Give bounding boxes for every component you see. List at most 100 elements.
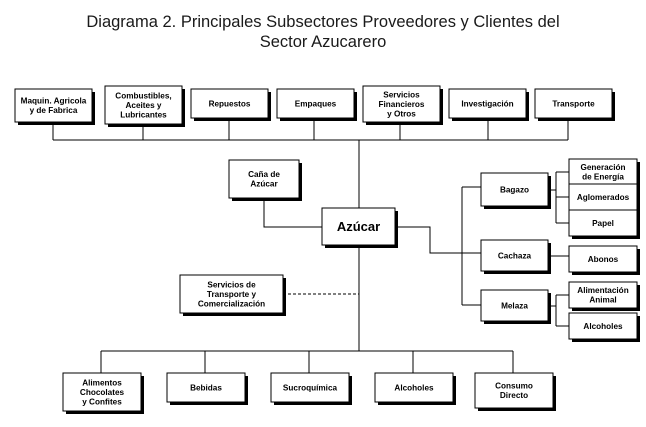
clients-bus [100, 350, 514, 373]
node-cachaza: Cachaza [480, 239, 551, 274]
diagram-title: Diagrama 2. Principales Subsectores Prov… [0, 12, 646, 52]
node-label-line: Alcoholes [394, 383, 434, 392]
node-label-line: Aceites y [126, 101, 162, 110]
node-box [104, 85, 183, 125]
node-box [362, 85, 441, 123]
node-label-bagazo: Bagazo [500, 185, 529, 194]
node-label-line: Servicios de [207, 280, 256, 289]
node-box [321, 207, 396, 246]
node-label-line: Abonos [588, 255, 619, 264]
melaza-branches [548, 294, 569, 327]
diagram-title-line-2: Sector Azucarero [259, 33, 387, 51]
node-label-line: Directo [500, 391, 528, 400]
node-label-line: Alimentos [82, 378, 122, 387]
node-label-line: Generación [580, 163, 625, 172]
connectors [52, 118, 569, 373]
node-label-line: Empaques [295, 99, 337, 108]
node-label-line: Maquin. Agricola [21, 97, 87, 106]
node-box [480, 239, 549, 272]
node-box [568, 158, 638, 186]
bagazo-branches [548, 171, 569, 224]
node-label-papel: Papel [592, 219, 614, 228]
node-box [276, 88, 355, 119]
node-label-line: y Otros [387, 109, 416, 118]
cana-link [263, 198, 322, 228]
node-label-line: Chocolates [80, 388, 125, 397]
node-label-investigacion: Investigación [461, 99, 513, 108]
node-label-line: Consumo [495, 382, 533, 391]
node-label-line: Melaza [501, 301, 528, 310]
node-transporte: Transporte [534, 88, 615, 121]
node-box [228, 159, 300, 199]
node-investigacion: Investigación [448, 88, 529, 121]
node-label-line: Bagazo [500, 185, 529, 194]
node-label-line: Alcoholes [583, 322, 623, 331]
node-label-bebidas: Bebidas [190, 383, 222, 392]
node-box [62, 372, 142, 412]
node-label-line: Cachaza [498, 251, 532, 260]
node-box [568, 183, 638, 211]
node-alcoholes: Alcoholes [374, 372, 456, 405]
node-label-line: Repuestos [209, 99, 251, 108]
node-box [166, 372, 246, 403]
node-label-line: Aglomerados [577, 193, 630, 202]
node-azucar: Azúcar [321, 207, 398, 248]
node-label-azucar: Azúcar [337, 219, 380, 234]
node-aglomerados: Aglomerados [568, 183, 640, 213]
node-box [480, 172, 549, 207]
node-label-line: Alimentación [577, 286, 628, 295]
node-label-line: Caña de [248, 170, 280, 179]
node-label-line: Animal [589, 296, 616, 305]
node-label-line: y de Fabrica [30, 106, 78, 115]
node-bagazo: Bagazo [480, 172, 551, 209]
node-label-line: Comercialización [198, 299, 265, 308]
node-label-line: Transporte y [207, 290, 257, 299]
node-box [568, 245, 638, 273]
node-box [480, 289, 549, 322]
supplier-bus [52, 118, 569, 141]
node-abonos: Abonos [568, 245, 640, 275]
node-label-line: Bebidas [190, 383, 222, 392]
node-label-line: Servicios [383, 90, 420, 99]
node-label-line: Azúcar [337, 219, 380, 234]
node-label-line: Combustibles, [115, 91, 171, 100]
node-sucroquimica: Sucroquímica [270, 372, 352, 405]
node-alcoholes-melaza: Alcoholes [568, 312, 640, 342]
node-label-line: y Confites [82, 397, 122, 406]
node-box [190, 88, 269, 119]
node-label-aglomerados: Aglomerados [577, 193, 630, 202]
node-box [374, 372, 454, 403]
node-label-line: Transporte [552, 99, 595, 108]
node-bebidas: Bebidas [166, 372, 248, 405]
node-box [179, 274, 284, 314]
node-label-abonos: Abonos [588, 255, 619, 264]
node-box [14, 88, 93, 123]
node-empaques: Empaques [276, 88, 357, 121]
node-label-cachaza: Cachaza [498, 251, 532, 260]
node-label-line: Financieros [379, 100, 425, 109]
node-label-line: Sucroquímica [283, 383, 338, 392]
node-box [474, 372, 554, 409]
node-label-alcoholes: Alcoholes [394, 383, 434, 392]
node-box [568, 281, 638, 309]
node-label-line: Investigación [461, 99, 513, 108]
node-box [568, 312, 638, 340]
node-label-empaques: Empaques [295, 99, 337, 108]
node-label-melaza: Melaza [501, 301, 528, 310]
